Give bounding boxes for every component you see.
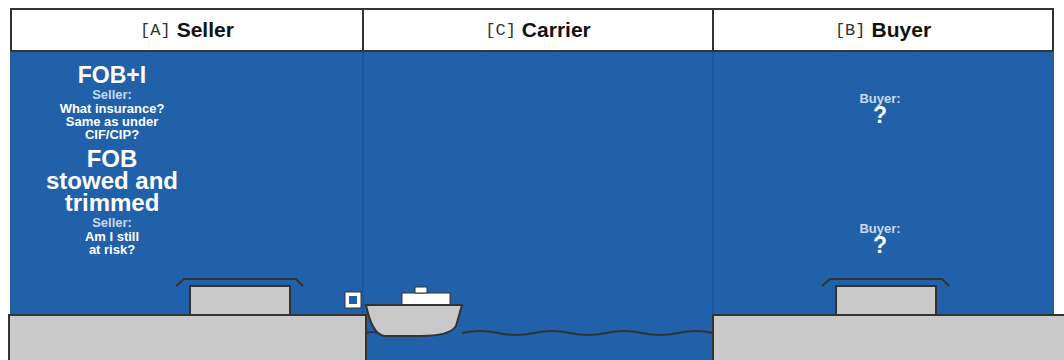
warehouse-roof — [822, 279, 949, 286]
column-header: [B] Buyer — [712, 8, 1054, 52]
water-line — [462, 331, 713, 335]
question-mark: ? — [850, 104, 910, 126]
container-mark — [349, 296, 357, 304]
question-text: What insurance? Same as under CIF/CIP? — [57, 102, 167, 141]
ship-funnel — [415, 287, 427, 293]
ship-hull — [366, 305, 462, 336]
term-name: FOB stowed and trimmed — [44, 148, 180, 214]
column-header: [A] Seller — [10, 8, 364, 52]
quay — [713, 315, 1064, 360]
party-code: [B] — [835, 21, 866, 40]
warehouse — [836, 286, 936, 315]
warehouse — [190, 286, 290, 315]
ship-cabin — [402, 293, 450, 305]
warehouse-roof — [176, 279, 303, 286]
party-code: [A] — [140, 21, 171, 40]
speaker-label: Seller: — [52, 216, 172, 230]
divider — [713, 50, 714, 360]
term-name: FOB+I — [12, 63, 212, 87]
party-code: [C] — [485, 21, 516, 40]
party-name: Carrier — [522, 18, 591, 42]
container — [345, 292, 361, 308]
party-name: Seller — [177, 18, 234, 42]
party-name: Buyer — [872, 18, 932, 42]
blue-panel — [10, 50, 1054, 360]
question-mark: ? — [850, 234, 910, 256]
divider — [363, 50, 364, 360]
column-header: [C] Carrier — [362, 8, 714, 52]
water-line — [366, 332, 378, 333]
speaker-label: Seller: — [52, 88, 172, 102]
quay — [9, 315, 366, 360]
question-text: Am I still at risk? — [81, 230, 143, 256]
